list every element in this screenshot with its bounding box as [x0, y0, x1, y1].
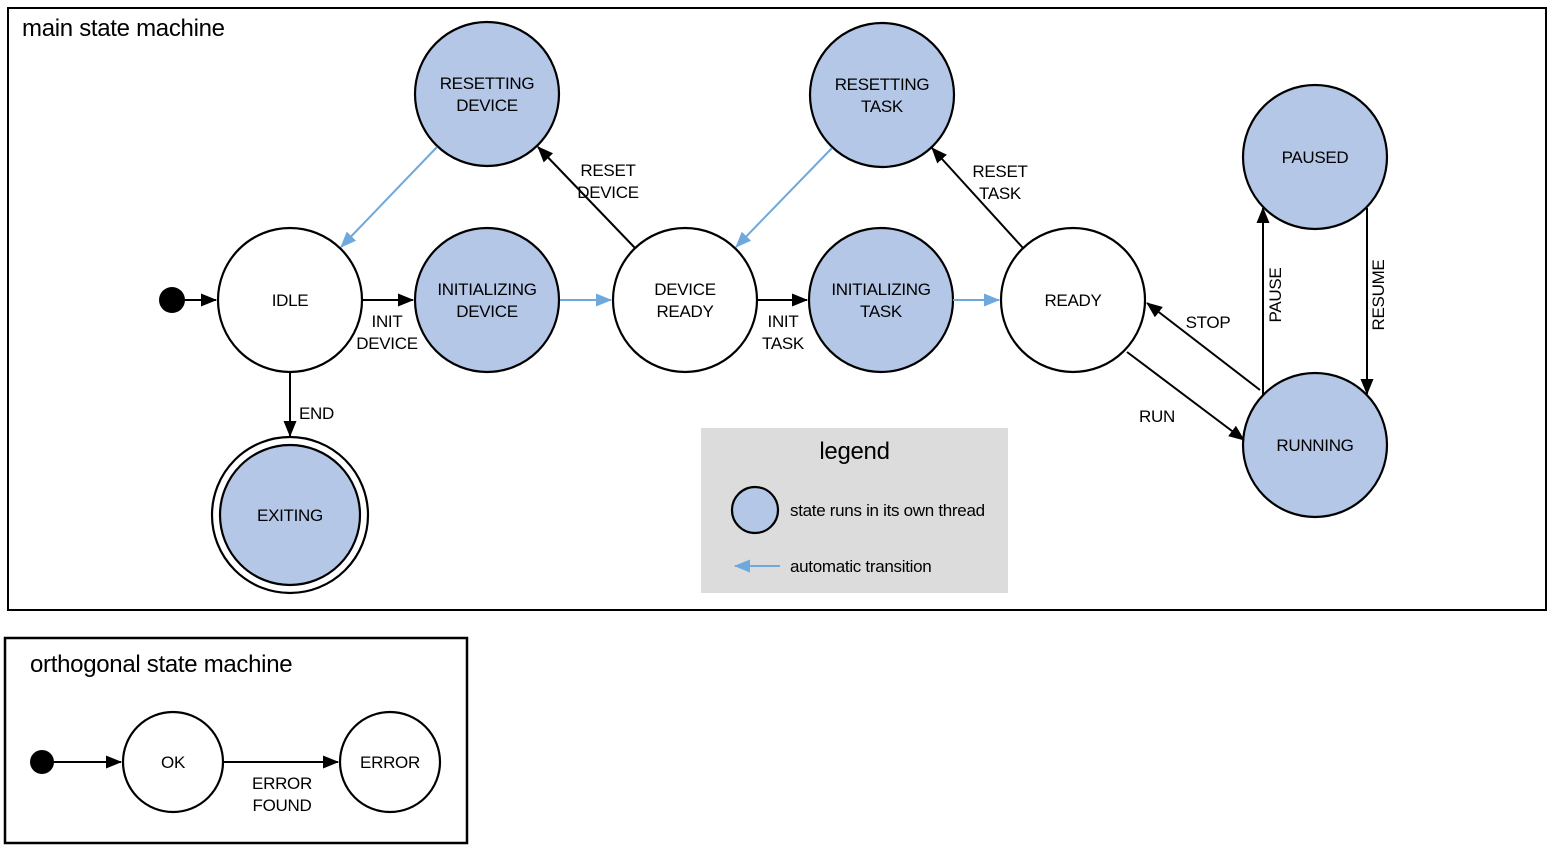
transition-label-resume: RESUME [1369, 260, 1388, 331]
legend: legend state runs in its own thread automa… [701, 428, 1008, 593]
state-circle-initializing-device [413, 226, 561, 374]
state-label-ready: READY [1044, 291, 1101, 310]
state-circle-error [338, 710, 442, 814]
transition-auto-resettask-deviceready [735, 147, 833, 248]
state-idle: IDLE [216, 226, 364, 374]
legend-item: automatic transition [734, 557, 932, 576]
auto-transition-arrow-auto-resettask-deviceready [735, 147, 833, 248]
state-exiting: EXITING [210, 435, 370, 595]
state-circle-initializing-task [807, 226, 955, 374]
legend-item-label: state runs in its own thread [790, 501, 985, 520]
state-circle-icon [730, 485, 780, 535]
transition-stop: STOP [1146, 302, 1261, 391]
transition-arrow-stop [1146, 302, 1261, 391]
state-circle-ready [999, 226, 1147, 374]
state-label-ok: OK [161, 753, 186, 772]
orthogonal-diagram-title: orthogonal state machine [30, 651, 292, 678]
state-label-exiting: EXITING [257, 506, 323, 525]
transition-pause: PAUSE [1256, 207, 1285, 395]
transition-label-pause: PAUSE [1266, 268, 1285, 323]
transition-auto-resetdevice-idle [340, 146, 438, 248]
legend-item-label: automatic transition [790, 557, 931, 576]
state-label-running: RUNNING [1276, 436, 1353, 455]
main-diagram-title: main state machine [22, 15, 225, 42]
transition-arrow-run [1126, 351, 1245, 441]
transition-end: END [283, 372, 334, 437]
state-ok: OK [121, 710, 225, 814]
transition-label-stop: STOP [1186, 313, 1231, 332]
state-error: ERROR [338, 710, 442, 814]
transition-run: RUN [1126, 351, 1245, 441]
state-paused: PAUSED [1241, 83, 1389, 231]
state-label-error: ERROR [360, 753, 420, 772]
legend-title: legend [819, 438, 889, 465]
state-label-paused: PAUSED [1282, 148, 1349, 167]
transition-arrow-reset-device [537, 146, 636, 249]
state-circle-paused [1241, 83, 1389, 231]
state-label-idle: IDLE [272, 291, 309, 310]
state-circle-device-ready [611, 226, 759, 374]
transition-arrow-reset-task [931, 147, 1024, 249]
transition-resume: RESUME [1360, 208, 1388, 395]
state-circle-running [1241, 371, 1389, 519]
orthogonal-initial-state-dot [30, 750, 54, 774]
main-initial-state-dot [159, 287, 185, 313]
state-circle-exiting [218, 443, 362, 587]
state-circle-resetting-task [808, 21, 956, 169]
auto-transition-arrow-auto-resetdevice-idle [340, 146, 438, 248]
transition-label-end: END [299, 404, 334, 423]
legend-item: state runs in its own thread [730, 485, 985, 535]
state-circle-resetting-device [413, 20, 561, 168]
transition-label-run: RUN [1139, 407, 1175, 426]
state-running: RUNNING [1241, 371, 1389, 519]
state-ready: READY [999, 226, 1147, 374]
